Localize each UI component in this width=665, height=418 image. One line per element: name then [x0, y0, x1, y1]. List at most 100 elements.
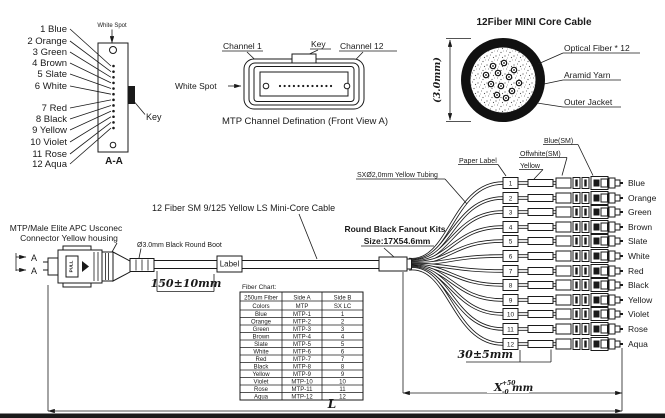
- paper-label-number: 5: [509, 239, 513, 246]
- aa-connector-outline: [97, 42, 129, 153]
- channel1-label: Channel 1: [223, 41, 262, 51]
- mtp-front-view-title: MTP Channel Defination (Front View A): [222, 116, 388, 127]
- chart-cell-side-b: 8: [341, 364, 345, 370]
- lc-ferrule-housing: [614, 194, 621, 202]
- paper-label-number: 11: [507, 327, 514, 334]
- lc-inner: [600, 207, 608, 217]
- aa-key-leader: [134, 101, 146, 115]
- paper-label-box: [502, 221, 519, 233]
- aramid-yarn-label: Aramid Yarn: [564, 70, 611, 80]
- mtp-boot-taper: [112, 251, 131, 282]
- paper-label-number: 12: [507, 342, 515, 349]
- aa-white-spot-label: White Spot: [97, 23, 127, 29]
- chart-cell-side-b: 1: [341, 312, 345, 318]
- lc-boot: [555, 323, 572, 335]
- fiber-color-label: Violet: [628, 309, 650, 319]
- fiber-color-label: Black: [628, 280, 650, 290]
- yellow-tubing: [527, 310, 554, 318]
- lc-trigger: [608, 221, 616, 233]
- lc-trigger: [608, 323, 616, 335]
- paper-label-box: [502, 250, 519, 262]
- aa-fiber-label: 12 Aqua: [32, 159, 68, 170]
- lc-trigger: [608, 192, 616, 204]
- diameter-label: (3.0mm): [432, 57, 443, 103]
- aa-leader-line: [69, 85, 112, 95]
- mtp-orientation-triangle: [82, 261, 89, 272]
- label-box-text: Label: [220, 260, 240, 269]
- chart-cell-side-b: 9: [341, 372, 345, 378]
- yellow-tubing: [527, 223, 554, 231]
- aa-key-block: [128, 86, 135, 104]
- paper-label-box: [502, 308, 519, 320]
- chart-cell-color: Yellow: [252, 372, 270, 378]
- fanout-branch: 12 Aqua: [408, 267, 648, 351]
- bottom-dimensions: 30±5mm X +50 -0 mm L: [47, 272, 623, 414]
- chart-cell-color: Blue: [255, 312, 268, 318]
- paper-label-number: 10: [507, 312, 515, 319]
- lc-latch: [593, 281, 600, 289]
- optical-fiber-core: [492, 65, 494, 67]
- fiber-color-label: Aqua: [628, 339, 648, 349]
- chart-cell-side-a: MTP-9: [293, 372, 312, 378]
- mtp-channel-dot: [329, 84, 333, 88]
- fiber-color-label: Rose: [628, 324, 648, 334]
- lc-boot: [555, 265, 572, 277]
- section-marker-a-top: A: [31, 253, 37, 263]
- optical-fiber-core: [505, 97, 507, 99]
- mtp-channel-dots: [278, 84, 333, 88]
- aramid-yarn-leader: [543, 79, 564, 85]
- chart-cell-side-a: MTP-10: [291, 379, 313, 385]
- lc-trigger: [608, 294, 616, 306]
- chart-cell-side-b: 12: [339, 394, 346, 400]
- chart-cell-side-a: MTP-12: [291, 394, 313, 400]
- lc-trigger: [608, 250, 616, 262]
- mtp-ferrule-window: [259, 71, 349, 97]
- yellow-tubing: [527, 267, 554, 275]
- aa-leader-line: [69, 110, 112, 131]
- bottom-frame-bar: [0, 413, 665, 418]
- yellow-leader: [533, 169, 544, 180]
- lc-ferrule-housing: [614, 267, 621, 275]
- yellow-tubing: [527, 340, 554, 348]
- optical-fiber-core: [490, 83, 492, 85]
- yellow-tubing: [527, 237, 554, 245]
- fiber-color-label: White: [628, 251, 650, 261]
- paper-label-leader: [497, 164, 507, 177]
- chart-cell-side-b: 3: [341, 327, 345, 333]
- mini-core-cable-view: 12Fiber MINI Core Cable (3.0mm) Optical …: [432, 17, 640, 122]
- aramid-yarn-speckle: [470, 47, 536, 113]
- aa-fiber-dot: [112, 115, 115, 119]
- chart-cell-side-a: MTP-6: [293, 349, 312, 355]
- mtp-channel-dot: [325, 84, 328, 88]
- mtp-channel-dot: [292, 84, 296, 88]
- dim-150-label: 150±10mm: [151, 277, 222, 290]
- mtp-connector-label-line1: MTP/Male Elite APC Usconec: [10, 223, 123, 233]
- lc-latch: [593, 252, 600, 260]
- dim-x-sup: +50: [502, 380, 516, 387]
- fiber-color-label: Blue: [628, 178, 645, 188]
- paper-label-number: 6: [509, 254, 513, 261]
- aa-fiber-dot: [112, 104, 115, 107]
- chart-cell-color: Violet: [254, 379, 269, 385]
- mtp-pull-text: PULL: [69, 260, 74, 272]
- chart-cell-side-a: MTP-7: [293, 357, 312, 363]
- optical-fibers: [482, 59, 523, 102]
- mtp-connector-label-line2: Connector Yellow housing: [20, 233, 118, 243]
- paper-label-box: [502, 294, 519, 306]
- aa-fiber-dot: [112, 75, 115, 79]
- blue-sm-callout: Blue(SM): [544, 138, 573, 145]
- lc-boot: [555, 192, 572, 204]
- aa-section-title: A-A: [105, 156, 123, 167]
- dim-x-sub: -0: [502, 389, 509, 396]
- aa-fiber-dot: [112, 98, 115, 102]
- chart-cell-color: Red: [255, 357, 266, 363]
- lc-boot: [555, 294, 572, 306]
- chart-header-col3-line2: SX LC: [334, 304, 352, 310]
- boot-leader: [138, 248, 142, 259]
- fanout-kit-collar: [406, 258, 412, 270]
- mtp-collar: [101, 251, 114, 282]
- mtp-channel-dot: [297, 84, 300, 88]
